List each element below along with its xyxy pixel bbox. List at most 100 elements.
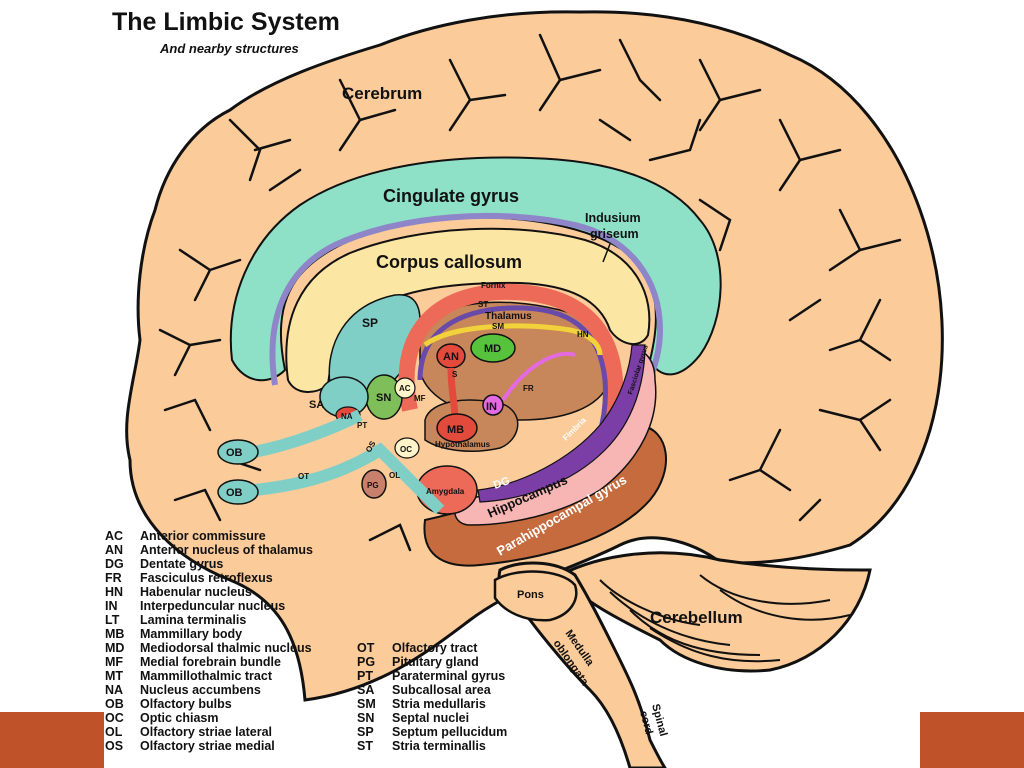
dentate-gyrus [477, 344, 646, 503]
fasciculus-retroflexus [501, 351, 576, 402]
label-md: MD [484, 343, 501, 355]
label-dg: DG [492, 475, 512, 492]
legend-abbr: LT [105, 613, 120, 627]
legend-row: HN Habenular nucleus [105, 585, 313, 599]
label-corpus: Corpus callosum [376, 252, 522, 272]
stria-medullaris [423, 323, 603, 356]
legend-row: OL Olfactory striae lateral [105, 725, 313, 739]
cerebellum-folia [599, 574, 851, 663]
legend-name: Stria medullaris [392, 697, 486, 711]
legend-name: Nucleus accumbens [140, 683, 261, 697]
legend-abbr: OL [105, 725, 123, 739]
label-na: NA [341, 412, 353, 421]
legend-name: Olfactory tract [392, 641, 478, 655]
legend-name: Optic chiasm [140, 711, 219, 725]
legend-name: Anterior nucleus of thalamus [140, 543, 313, 557]
label-in: IN [486, 401, 497, 413]
label-pt: PT [357, 421, 367, 430]
legend-abbr: OT [357, 641, 375, 655]
legend-name: Anterior commissure [140, 529, 266, 543]
label-ot: OT [298, 472, 309, 481]
legend-name: Olfactory striae lateral [140, 725, 273, 739]
label-ol: OL [389, 471, 400, 480]
legend-abbr: SA [357, 683, 375, 697]
in-nucleus [482, 394, 504, 416]
olfactory-tract-lower [254, 442, 445, 515]
label-sp: SP [362, 316, 378, 330]
legend-abbr: OS [105, 739, 124, 753]
label-cerebrum: Cerebrum [342, 84, 422, 103]
label-st: ST [478, 300, 488, 309]
legend-abbr: AN [105, 543, 124, 557]
pituitary-gland [361, 469, 387, 499]
legend-name: Habenular nucleus [140, 585, 252, 599]
legend-abbr: ST [357, 739, 373, 753]
legend-abbr: IN [105, 599, 118, 613]
legend-abbr: FR [105, 571, 122, 585]
label-cingulate: Cingulate gyrus [383, 186, 519, 206]
label-fornix: Fornix [481, 281, 506, 290]
ob-upper [217, 439, 259, 465]
legend-name: Septum pellucidum [392, 725, 508, 739]
cerebellum-shape [557, 551, 872, 673]
label-spinal-2: cord [637, 710, 655, 736]
ac-region [394, 377, 416, 399]
label-pg: PG [367, 481, 379, 490]
legend-abbr: NA [105, 683, 124, 697]
label-s: S [452, 370, 458, 379]
legend-abbr: SN [357, 711, 375, 725]
legend-abbr: OC [105, 711, 124, 725]
label-mb: MB [447, 424, 464, 436]
legend-abbr: SM [357, 697, 376, 711]
label-sm: SM [492, 322, 504, 331]
legend-row: AC Anterior commissure [105, 529, 313, 543]
legend-abbr: DG [105, 557, 124, 571]
legend-name: Olfactory bulbs [140, 697, 232, 711]
legend-name: Mediodorsal thalmic nucleus [140, 641, 312, 655]
label-hn: HN [577, 330, 589, 339]
label-hypothalamus: Hypothalamus [435, 440, 491, 449]
legend-row: MD Mediodorsal thalmic nucleus [105, 641, 313, 655]
legend-abbr: HN [105, 585, 124, 599]
mb-nucleus [436, 413, 478, 443]
sulci-lines [158, 33, 902, 552]
legend-row: SM Stria medullaris [357, 697, 507, 711]
oc-region [394, 437, 420, 459]
label-ac: AC [399, 384, 411, 393]
legend-row: IN Interpeduncular nucleus [105, 599, 313, 613]
legend-abbr: MD [105, 641, 125, 655]
legend-name: Paraterminal gyrus [392, 669, 506, 683]
label-sn: SN [376, 392, 391, 404]
label-thalamus: Thalamus [485, 311, 532, 322]
label-pons: Pons [517, 589, 544, 601]
legend-name: Subcallosal area [392, 683, 491, 697]
legend-name: Pituitary gland [392, 655, 479, 669]
legend-row: PG Pituitary gland [357, 655, 507, 669]
legend-name: Interpeduncular nucleus [140, 599, 286, 613]
legend-row: OC Optic chiasm [105, 711, 313, 725]
right-corner-bar [920, 712, 1024, 768]
label-indusium-1: Indusium [585, 211, 641, 225]
legend-abbr: PG [357, 655, 376, 669]
label-ob-upper: OB [226, 447, 243, 459]
legend-name: Mammillothalmic tract [140, 669, 272, 683]
legend-name: Mammillary body [140, 627, 243, 641]
md-nucleus [470, 333, 516, 363]
olfactory-tract-upper [252, 409, 363, 458]
label-ob-lower: OB [226, 487, 243, 499]
label-amygdala: Amygdala [426, 487, 465, 496]
label-oc: OC [400, 445, 412, 454]
legend-abbr: AC [105, 529, 124, 543]
label-cerebellum: Cerebellum [650, 608, 743, 627]
